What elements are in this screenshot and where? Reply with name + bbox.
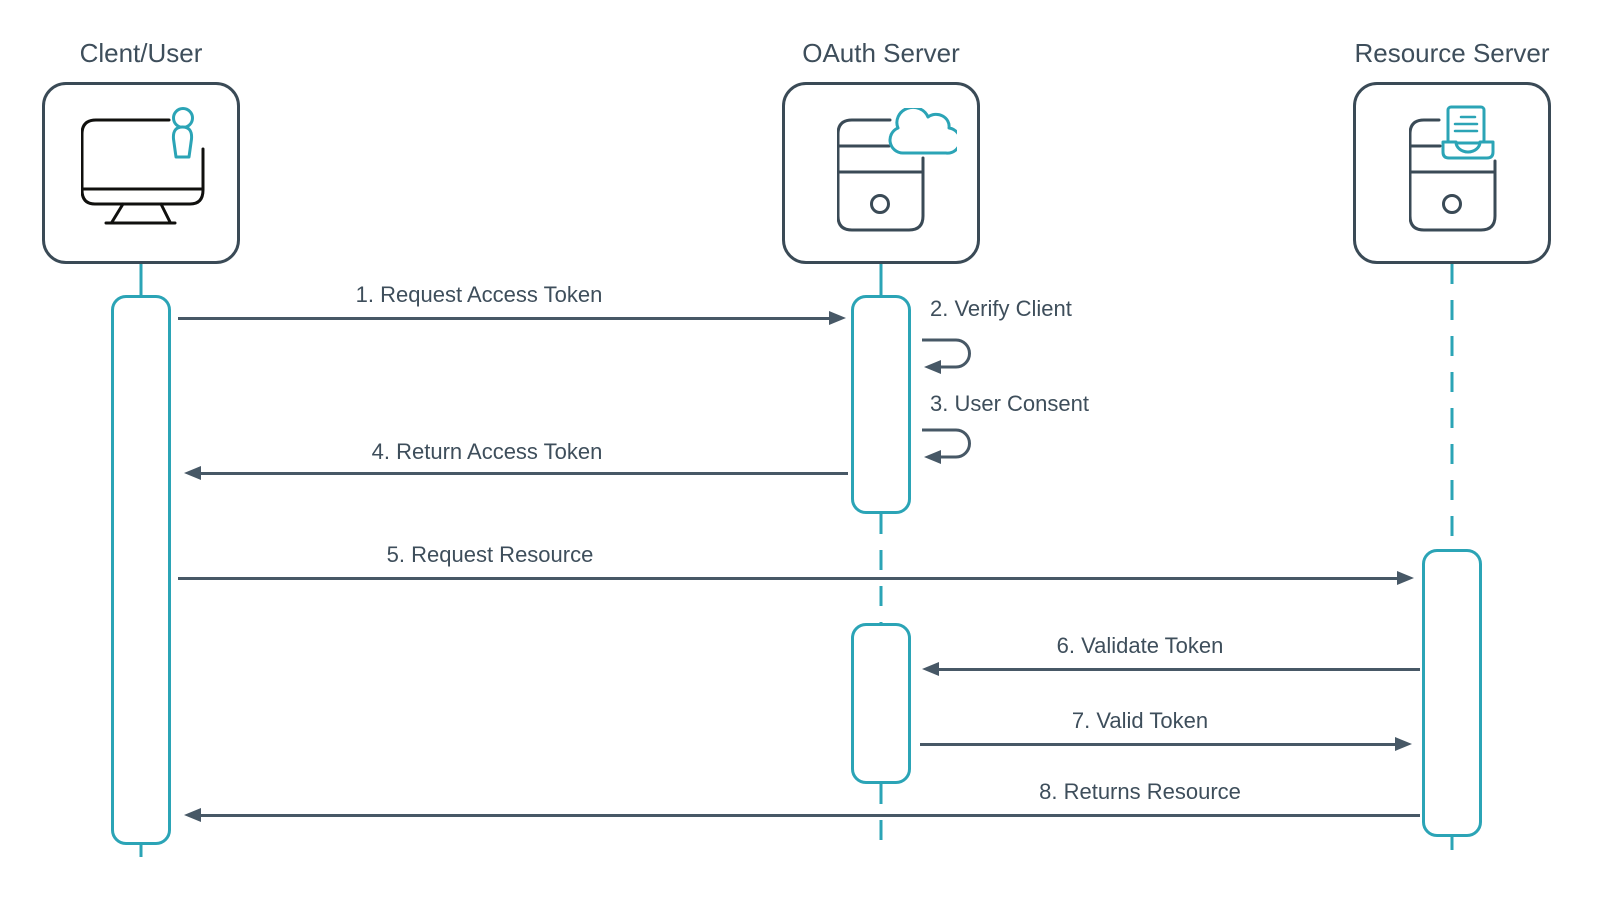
cloud-icon bbox=[888, 108, 957, 155]
lifeline-resource-top bbox=[1450, 264, 1454, 549]
monitor-user-icon bbox=[81, 107, 205, 225]
message-7-arrow bbox=[920, 737, 1412, 751]
message-2-self-loop-icon bbox=[922, 338, 971, 374]
message-4-label: 4. Return Access Token bbox=[371, 439, 603, 464]
arrow-line bbox=[920, 742, 1400, 746]
server-cloud-icon bbox=[837, 108, 957, 232]
actor-box-resource bbox=[1353, 82, 1551, 264]
lifeline-resource-bottom bbox=[1450, 837, 1454, 850]
actor-title-resource: Resource Server bbox=[1354, 38, 1550, 68]
arrow-line bbox=[178, 576, 1402, 580]
arrowhead-left-icon bbox=[184, 466, 201, 480]
arrow-line bbox=[934, 667, 1420, 671]
arrowhead-right-icon bbox=[1397, 571, 1414, 585]
inbox-tray-icon bbox=[1441, 140, 1495, 160]
arrowhead-left-icon bbox=[184, 808, 201, 822]
monitor-icon bbox=[81, 118, 205, 225]
actor-title-client: Clent/User bbox=[79, 38, 203, 68]
actor-box-client bbox=[42, 82, 240, 264]
lifeline-client-top bbox=[139, 264, 143, 295]
user-icon bbox=[171, 107, 194, 159]
activation-bar-resource bbox=[1422, 549, 1482, 837]
document-icon bbox=[1446, 105, 1486, 145]
message-7-label: 7. Valid Token bbox=[1071, 708, 1209, 733]
message-6-label: 6. Validate Token bbox=[1056, 633, 1224, 658]
message-3-self-loop-icon bbox=[922, 428, 971, 464]
lifeline-client-bottom bbox=[139, 845, 143, 857]
message-8-arrow bbox=[184, 808, 1420, 822]
server-icon bbox=[837, 118, 925, 232]
arrow-line bbox=[196, 471, 848, 475]
message-1-arrow bbox=[178, 311, 846, 325]
message-1-label: 1. Request Access Token bbox=[355, 282, 603, 307]
actor-box-oauth bbox=[782, 82, 980, 264]
message-2-label: 2. Verify Client bbox=[930, 296, 1072, 321]
arrow-line bbox=[178, 316, 834, 320]
message-3-label: 3. User Consent bbox=[930, 391, 1089, 416]
message-8-label: 8. Returns Resource bbox=[1039, 779, 1241, 804]
lifeline-oauth-top bbox=[879, 264, 883, 295]
arrowhead-right-icon bbox=[1395, 737, 1412, 751]
message-5-arrow bbox=[178, 571, 1414, 585]
activation-bar-client bbox=[111, 295, 171, 845]
activation-bar-oauth-2 bbox=[851, 623, 911, 784]
lifeline-oauth-middle bbox=[879, 514, 883, 623]
server-inbox-icon bbox=[1409, 105, 1497, 232]
arrow-line bbox=[196, 813, 1420, 817]
server-icon bbox=[1409, 118, 1497, 232]
message-5-label: 5. Request Resource bbox=[386, 542, 594, 567]
arrowhead-left-icon bbox=[922, 662, 939, 676]
message-6-arrow bbox=[922, 662, 1420, 676]
arrowhead-right-icon bbox=[829, 311, 846, 325]
message-4-arrow bbox=[184, 466, 848, 480]
activation-bar-oauth-1 bbox=[851, 295, 911, 514]
actor-title-oauth: OAuth Server bbox=[802, 38, 960, 68]
